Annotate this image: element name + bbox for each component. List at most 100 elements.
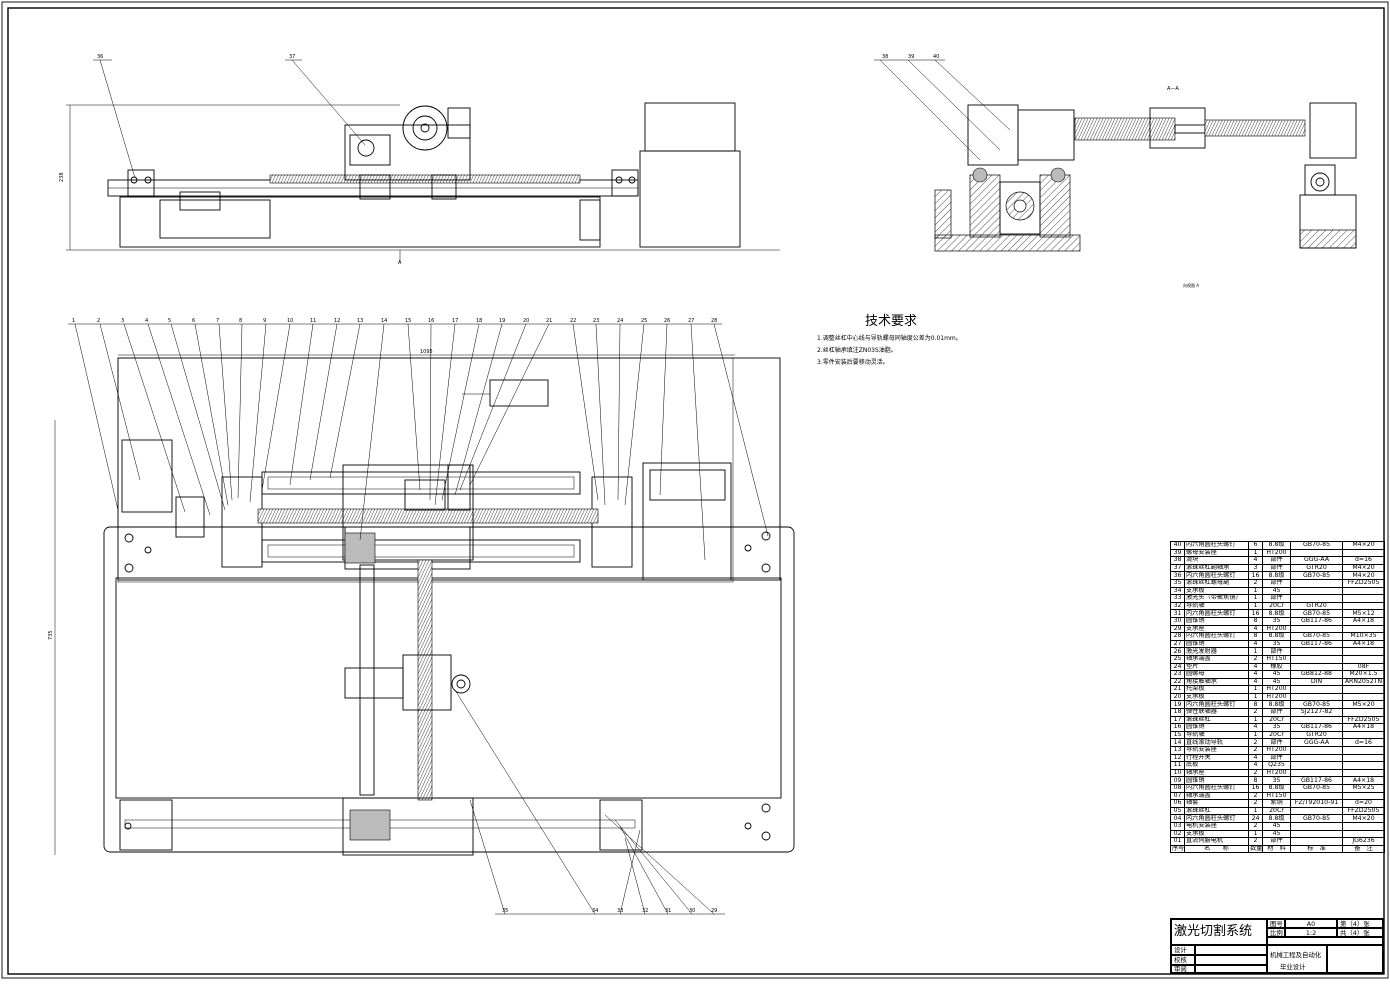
bom-cell: Q235 [1262,761,1291,770]
bom-cell [1290,624,1343,634]
approver-label: 审阅 [1171,965,1195,973]
leader-line [359,323,385,541]
bom-cell [1290,715,1343,725]
bom-cell [1342,821,1385,831]
bom-cell [1290,761,1343,770]
bom-cell: 1 [1248,730,1263,740]
bom-cell [1290,647,1343,656]
bom-cell: 20Cr [1262,806,1291,816]
approver-value [1195,965,1267,973]
bom-cell: 24 [1170,662,1185,672]
bom-cell: 螺母安装座 [1184,548,1249,558]
bom-cell: 4 [1248,761,1263,770]
bom-cell: HT200 [1262,685,1291,694]
bom-cell [1342,586,1385,596]
bom-cell: 39 [1170,548,1185,558]
bom-cell: 27 [1170,639,1185,649]
bom-cell: 38 [1170,556,1185,565]
leader-line [713,323,769,537]
bom-cell: 圆锥销 [1184,616,1249,626]
bom-cell: 部件 [1262,708,1291,717]
leader-line [624,837,646,915]
plan-label-top: 1 [72,318,75,324]
bom-cell: 2 [1248,821,1263,831]
bom-cell: 8 [1248,700,1263,710]
leader-line [218,323,233,501]
leader-line [659,323,668,496]
plan-label-bottom: 35 [502,908,508,914]
bom-header-row: 序号名 称数量材 料标 准备 注 [1170,844,1385,854]
label-40: 40 [933,54,939,60]
bom-cell: 45 [1262,586,1291,596]
plan-label-top: 9 [263,318,266,324]
bom-cell: 20Cr [1262,601,1291,611]
bom-cell: 2 [1248,578,1263,588]
leader-line [309,323,338,481]
bom-cell: M4×20 [1342,541,1385,550]
bom-cell: 轴套 [1184,799,1249,808]
leader-line [617,323,621,501]
bom-cell: 4 [1248,723,1263,732]
bom-cell: FZ/T92010-91 [1290,799,1343,808]
bom-cell: 轴承端盖 [1184,791,1249,801]
plan-label-top: 24 [617,318,623,324]
leader-line [595,323,606,506]
bom-cell: GGG-AA [1290,738,1343,748]
bom-cell: 托架板 [1184,685,1249,694]
bom-cell [1342,708,1385,717]
bom-cell [1342,730,1385,740]
bom-cell: 33 [1170,594,1185,603]
bom-cell: 弹性联轴器 [1184,708,1249,717]
leader-line [329,323,361,479]
bom-cell: 24 [1248,814,1263,823]
leader-line [429,323,432,501]
bom-cell: M5×12 [1342,609,1385,618]
blank-cell [1327,945,1383,973]
bom-cell: 35 [1262,723,1291,732]
bom-cell: 16 [1248,784,1263,793]
bom-header-cell: 序号 [1170,844,1185,854]
bom-cell: HT150 [1262,791,1291,801]
bom-cell: 1 [1248,692,1263,702]
plan-label-top: 3 [121,318,124,324]
bom-cell [1342,594,1385,603]
bom-cell: 30 [1170,616,1185,626]
plan-view: 1095 735 [48,349,795,856]
bom-cell [1342,768,1385,778]
bom-cell: DIN [1290,677,1343,687]
bom-cell: 4 [1248,662,1263,672]
plan-label-top: 13 [357,318,363,324]
bom-cell: 10 [1170,768,1185,778]
leader-line [469,323,550,486]
bom-cell: 11 [1170,761,1185,770]
drawing-title: 激光切割系统 [1171,919,1267,945]
bom-cell: GTR20 [1290,601,1343,611]
bom-cell: 激光发射器 [1184,647,1249,656]
scale-label: 比例 [1267,928,1285,937]
bom-cell: d=20 [1342,799,1385,808]
label-37: 37 [289,54,295,60]
bom-cell: 34 [1170,586,1185,596]
section-label: A—A [1167,86,1179,92]
bom-cell: 45 [1262,821,1291,831]
bom-cell: 8.8级 [1262,609,1291,618]
bom-cell: 02 [1170,829,1185,839]
bom-cell: GTR20 [1290,563,1343,573]
bom-cell: FFZD2505 [1342,715,1385,725]
leader-line [690,323,706,561]
bom-cell: 21 [1170,685,1185,694]
bom-cell: GB812-88 [1290,670,1343,679]
bom-cell: 26 [1170,647,1185,656]
plan-label-top: 7 [216,318,219,324]
